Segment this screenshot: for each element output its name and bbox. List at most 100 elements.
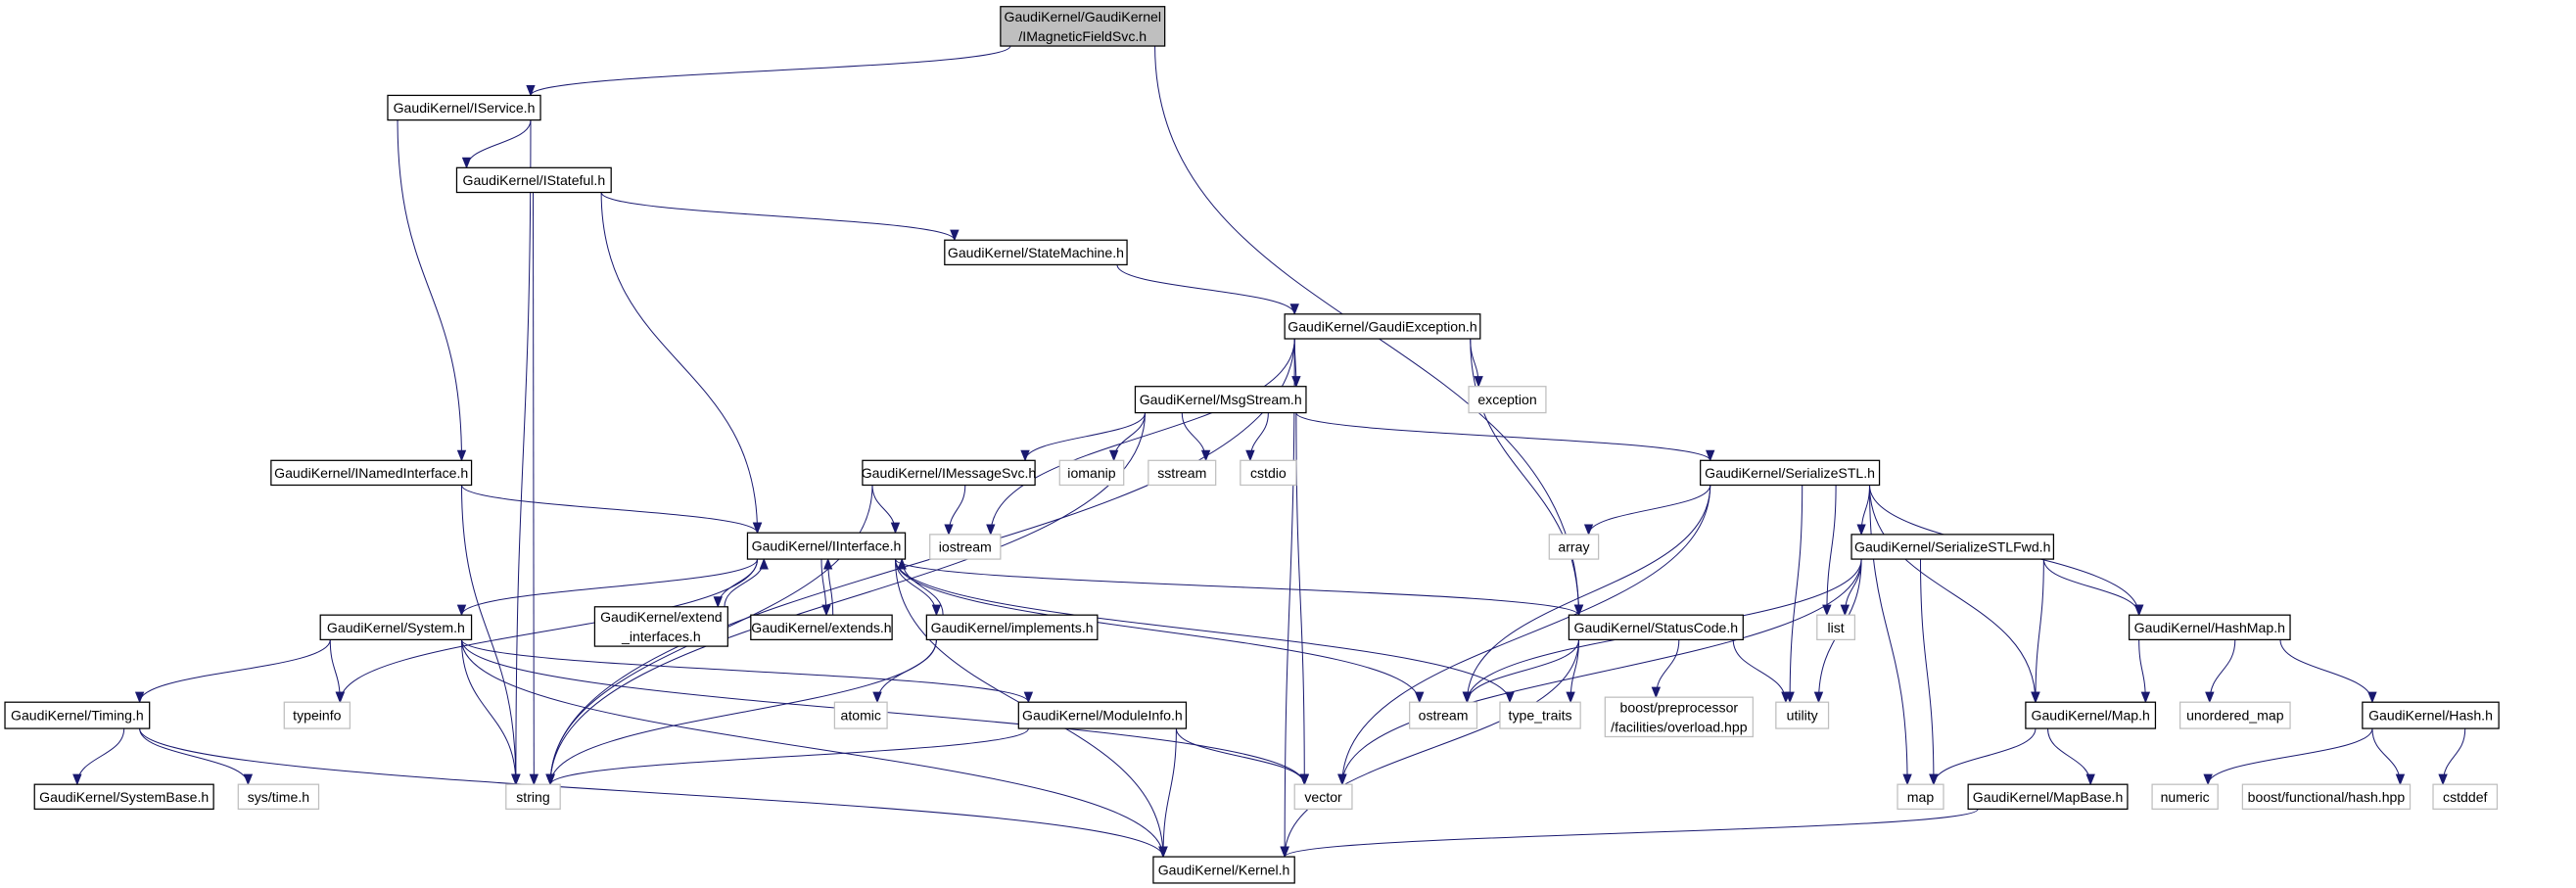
node-label: GaudiKernel/GaudiKernel xyxy=(1004,9,1161,24)
edge-iinterface-to-extends xyxy=(820,559,831,617)
node-box xyxy=(1468,386,1547,414)
edge-serializestl-to-vector xyxy=(1337,485,1711,786)
node-label: GaudiKernel/INamedInterface.h xyxy=(274,465,468,481)
edge-serializestl-to-map_h xyxy=(1868,485,2040,704)
node-serializestlfwd[interactable]: GaudiKernel/SerializeSTLFwd.h xyxy=(1850,534,2055,560)
node-extends[interactable]: GaudiKernel/extends.h xyxy=(750,614,893,641)
node-hash[interactable]: GaudiKernel/Hash.h xyxy=(2362,701,2500,729)
node-statuscode[interactable]: GaudiKernel/StatusCode.h xyxy=(1568,614,1744,641)
node-vector: vector xyxy=(1293,783,1353,811)
edge-msgstream-to-imessagesvc xyxy=(1020,412,1147,462)
node-label: iostream xyxy=(939,539,992,555)
edge-inamedinterface-to-string xyxy=(460,485,521,786)
node-timing[interactable]: GaudiKernel/Timing.h xyxy=(4,701,151,729)
node-box xyxy=(1967,783,2129,811)
node-sstream: sstream xyxy=(1147,459,1217,487)
node-label: /facilities/overload.hpp xyxy=(1611,719,1748,734)
node-label: GaudiKernel/ModuleInfo.h xyxy=(1022,708,1183,724)
node-root[interactable]: GaudiKernel/GaudiKernel/IMagneticFieldSv… xyxy=(1000,6,1166,47)
edges-layer xyxy=(72,45,2466,859)
node-label: exception xyxy=(1477,392,1536,407)
node-ostream: ostream xyxy=(1409,701,1478,729)
edge-hashmap-to-map_h xyxy=(2138,639,2151,704)
node-label: GaudiKernel/IMessageSvc.h xyxy=(862,465,1037,481)
edge-hashmap-to-unordered_map xyxy=(2205,639,2236,704)
node-iomanip: iomanip xyxy=(1058,459,1125,487)
node-box xyxy=(750,614,893,641)
node-label: type_traits xyxy=(1509,708,1572,724)
node-label: GaudiKernel/Map.h xyxy=(2031,708,2149,724)
node-statemachine[interactable]: GaudiKernel/StateMachine.h xyxy=(944,239,1128,266)
edge-statuscode-to-boostpp xyxy=(1651,639,1680,699)
node-moduleinfo[interactable]: GaudiKernel/ModuleInfo.h xyxy=(1017,701,1188,729)
node-iservice[interactable]: GaudiKernel/IService.h xyxy=(387,94,541,121)
node-system[interactable]: GaudiKernel/System.h xyxy=(319,614,473,641)
node-box xyxy=(1017,701,1188,729)
node-map_h[interactable]: GaudiKernel/Map.h xyxy=(2025,701,2157,729)
node-label: utility xyxy=(1787,708,1819,724)
edge-moduleinfo-to-kernel xyxy=(1158,728,1177,859)
edge-serializestl-to-ostream xyxy=(1462,485,1711,704)
edge-statuscode-to-ostream xyxy=(1462,639,1579,704)
node-inamedinterface[interactable]: GaudiKernel/INamedInterface.h xyxy=(270,459,473,487)
edge-timing-to-systime xyxy=(139,728,254,786)
node-box xyxy=(387,94,541,121)
node-box xyxy=(33,783,214,811)
edge-serializestlfwd-to-hashmap xyxy=(2042,559,2144,617)
node-unordered_map: unordered_map xyxy=(2178,701,2291,729)
node-implements[interactable]: GaudiKernel/implements.h xyxy=(925,614,1099,641)
node-box xyxy=(4,701,151,729)
node-list: list xyxy=(1816,614,1856,641)
edge-system-to-kernel xyxy=(460,639,1168,859)
node-cstdio: cstdio xyxy=(1240,459,1297,487)
node-box xyxy=(1058,459,1125,487)
edge-system-to-timing xyxy=(134,639,331,704)
node-kernel[interactable]: GaudiKernel/Kernel.h xyxy=(1152,856,1295,884)
node-numeric: numeric xyxy=(2151,783,2219,811)
node-box xyxy=(1548,534,1600,560)
node-serializestl[interactable]: GaudiKernel/SerializeSTL.h xyxy=(1700,459,1881,487)
edge-msgstream-to-cstdio xyxy=(1245,412,1269,462)
node-imessagesvc[interactable]: GaudiKernel/IMessageSvc.h xyxy=(862,459,1037,487)
edge-map_h-to-map xyxy=(1929,728,2037,786)
node-hashmap[interactable]: GaudiKernel/HashMap.h xyxy=(2128,614,2291,641)
node-gaudiexception[interactable]: GaudiKernel/GaudiException.h xyxy=(1284,313,1481,340)
node-mapbase[interactable]: GaudiKernel/MapBase.h xyxy=(1967,783,2129,811)
node-box xyxy=(1240,459,1297,487)
edge-gaudiexception-to-kernel xyxy=(1280,339,1295,859)
node-msgstream[interactable]: GaudiKernel/MsgStream.h xyxy=(1134,386,1307,414)
node-label: GaudiKernel/Timing.h xyxy=(11,708,144,724)
edge-iinterface-to-type_traits xyxy=(894,559,1515,704)
node-box xyxy=(1147,459,1217,487)
node-box xyxy=(270,459,473,487)
node-label: GaudiKernel/IService.h xyxy=(394,100,536,116)
edge-system-to-typeinfo xyxy=(329,639,346,704)
edge-gaudiexception-to-string xyxy=(545,339,1295,786)
edge-hashmap-to-hash xyxy=(2279,639,2377,704)
edge-mapbase-to-kernel xyxy=(1280,808,1979,859)
node-istateful[interactable]: GaudiKernel/IStateful.h xyxy=(455,166,612,194)
node-iostream: iostream xyxy=(929,534,1002,560)
node-label: GaudiKernel/SerializeSTLFwd.h xyxy=(1854,539,2050,555)
node-iinterface[interactable]: GaudiKernel/IInterface.h xyxy=(746,532,907,560)
node-box xyxy=(1816,614,1856,641)
node-box xyxy=(2241,783,2412,811)
node-label: GaudiKernel/MapBase.h xyxy=(1973,789,2123,805)
node-box xyxy=(1499,701,1581,729)
node-box xyxy=(2128,614,2291,641)
edge-implements-to-string xyxy=(545,639,937,786)
edge-timing-to-kernel xyxy=(139,728,1168,859)
node-type_traits: type_traits xyxy=(1499,701,1581,729)
node-label: GaudiKernel/GaudiException.h xyxy=(1288,318,1476,334)
node-label: cstddef xyxy=(2443,789,2488,805)
node-systembase[interactable]: GaudiKernel/SystemBase.h xyxy=(33,783,214,811)
edge-iservice-to-inamedinterface xyxy=(397,119,467,462)
edge-msgstream-to-serializestl xyxy=(1295,412,1715,462)
node-box xyxy=(944,239,1128,266)
edge-timing-to-systembase xyxy=(72,728,125,786)
node-label: sys/time.h xyxy=(248,789,309,805)
edge-imessagesvc-to-iostream xyxy=(944,485,966,537)
edge-istateful-to-statemachine xyxy=(600,192,960,242)
node-atomic: atomic xyxy=(833,701,888,729)
node-extend_interfaces[interactable]: GaudiKernel/extend_interfaces.h xyxy=(593,606,728,647)
